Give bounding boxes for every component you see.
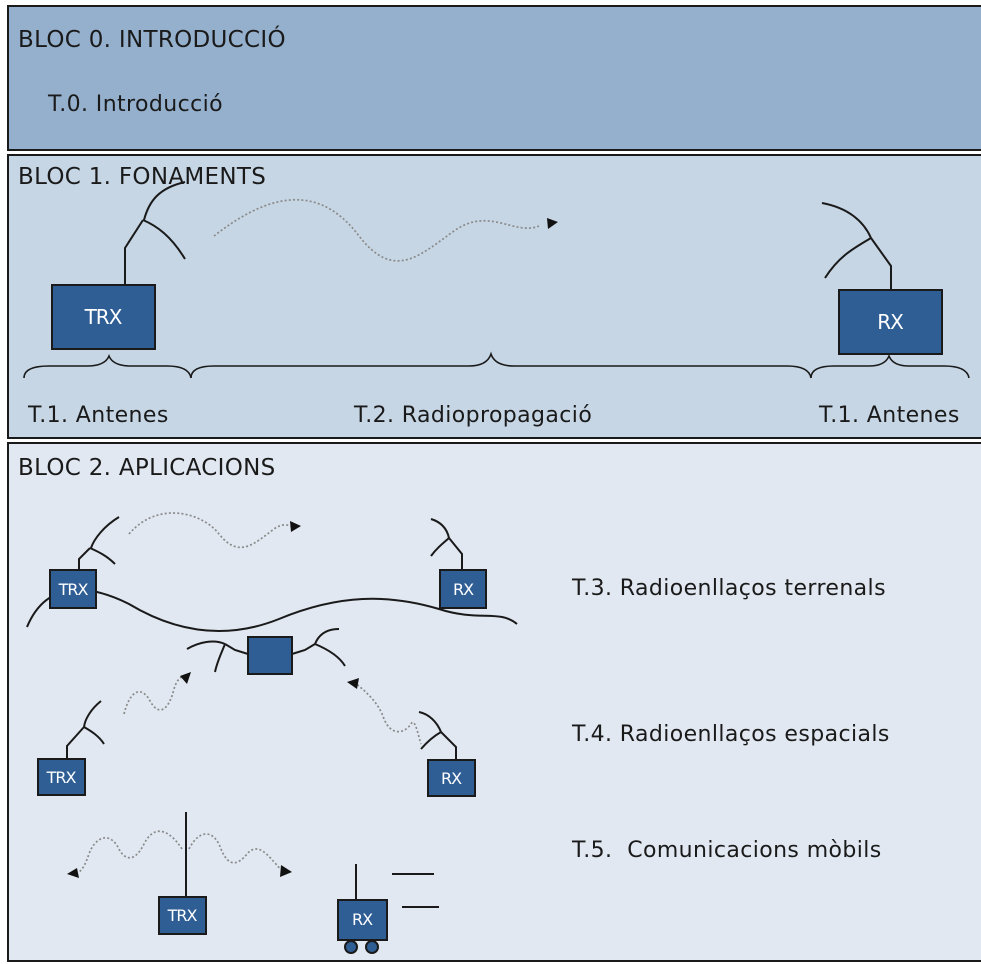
rx-dish-lower-icon — [824, 237, 872, 279]
bloc-0-title: BLOC 0. INTRODUCCIÓ — [18, 27, 286, 53]
space-link-illustration: TRX RX — [37, 628, 476, 797]
satellite-box — [247, 636, 293, 675]
trx-dish-upper-icon — [143, 181, 186, 221]
terrestrial-link-illustration: TRX RX — [26, 512, 518, 632]
aplicacions-diagram: TRX RX TRX — [26, 512, 518, 954]
rx-label: RX — [877, 310, 904, 334]
mobile-rx-label: RX — [352, 910, 373, 929]
bloc-2-panel: BLOC 2. APLICACIONS TRX RX — [7, 442, 981, 962]
terrestrial-trx-label: TRX — [58, 580, 89, 599]
bloc-1-panel: BLOC 1. FONAMENTS TRX RX T.1. Antenes T.… — [7, 154, 981, 439]
trx-label: TRX — [84, 305, 123, 329]
radio-wave — [213, 198, 540, 262]
space-rx-label: RX — [441, 769, 462, 788]
bloc-1-title: BLOC 1. FONAMENTS — [18, 164, 267, 190]
space-trx-label: TRX — [46, 768, 77, 787]
rx-antenna-mast — [870, 237, 892, 292]
trx-box — [51, 284, 156, 350]
topic-t0-introduccio: T.0. Introducció — [48, 92, 223, 117]
trx-antenna-mast — [124, 219, 144, 286]
brace-antenes-right — [810, 353, 970, 379]
mobile-trx-label: TRX — [167, 906, 198, 925]
fonaments-diagram: TRX RX — [23, 181, 970, 379]
brace-radiopropagacio — [190, 351, 812, 379]
topic-t1-antenes-left: T.1. Antenes — [28, 403, 169, 428]
trx-dish-lower-icon — [142, 219, 186, 260]
bloc-0-panel: BLOC 0. INTRODUCCIÓ T.0. Introducció — [7, 5, 981, 151]
topic-t3-radioenllacos-terrenals: T.3. Radioenllaços terrenals — [572, 576, 886, 601]
rx-box — [838, 289, 943, 355]
wave-arrowhead-icon — [547, 218, 558, 229]
topic-t1-antenes-right: T.1. Antenes — [819, 403, 960, 428]
topic-t2-radiopropagacio: T.2. Radiopropagació — [354, 403, 593, 428]
brace-antenes-left — [23, 353, 192, 379]
bloc-2-title: BLOC 2. APLICACIONS — [18, 455, 276, 481]
rx-dish-upper-icon — [821, 202, 872, 239]
mobile-communications-illustration: TRX RX — [67, 812, 439, 954]
topic-t5-comunicacions-mobils: T.5. Comunicacions mòbils — [572, 838, 882, 863]
terrestrial-rx-label: RX — [453, 580, 474, 599]
topic-t4-radioenllacos-espacials: T.4. Radioenllaços espacials — [572, 722, 890, 747]
